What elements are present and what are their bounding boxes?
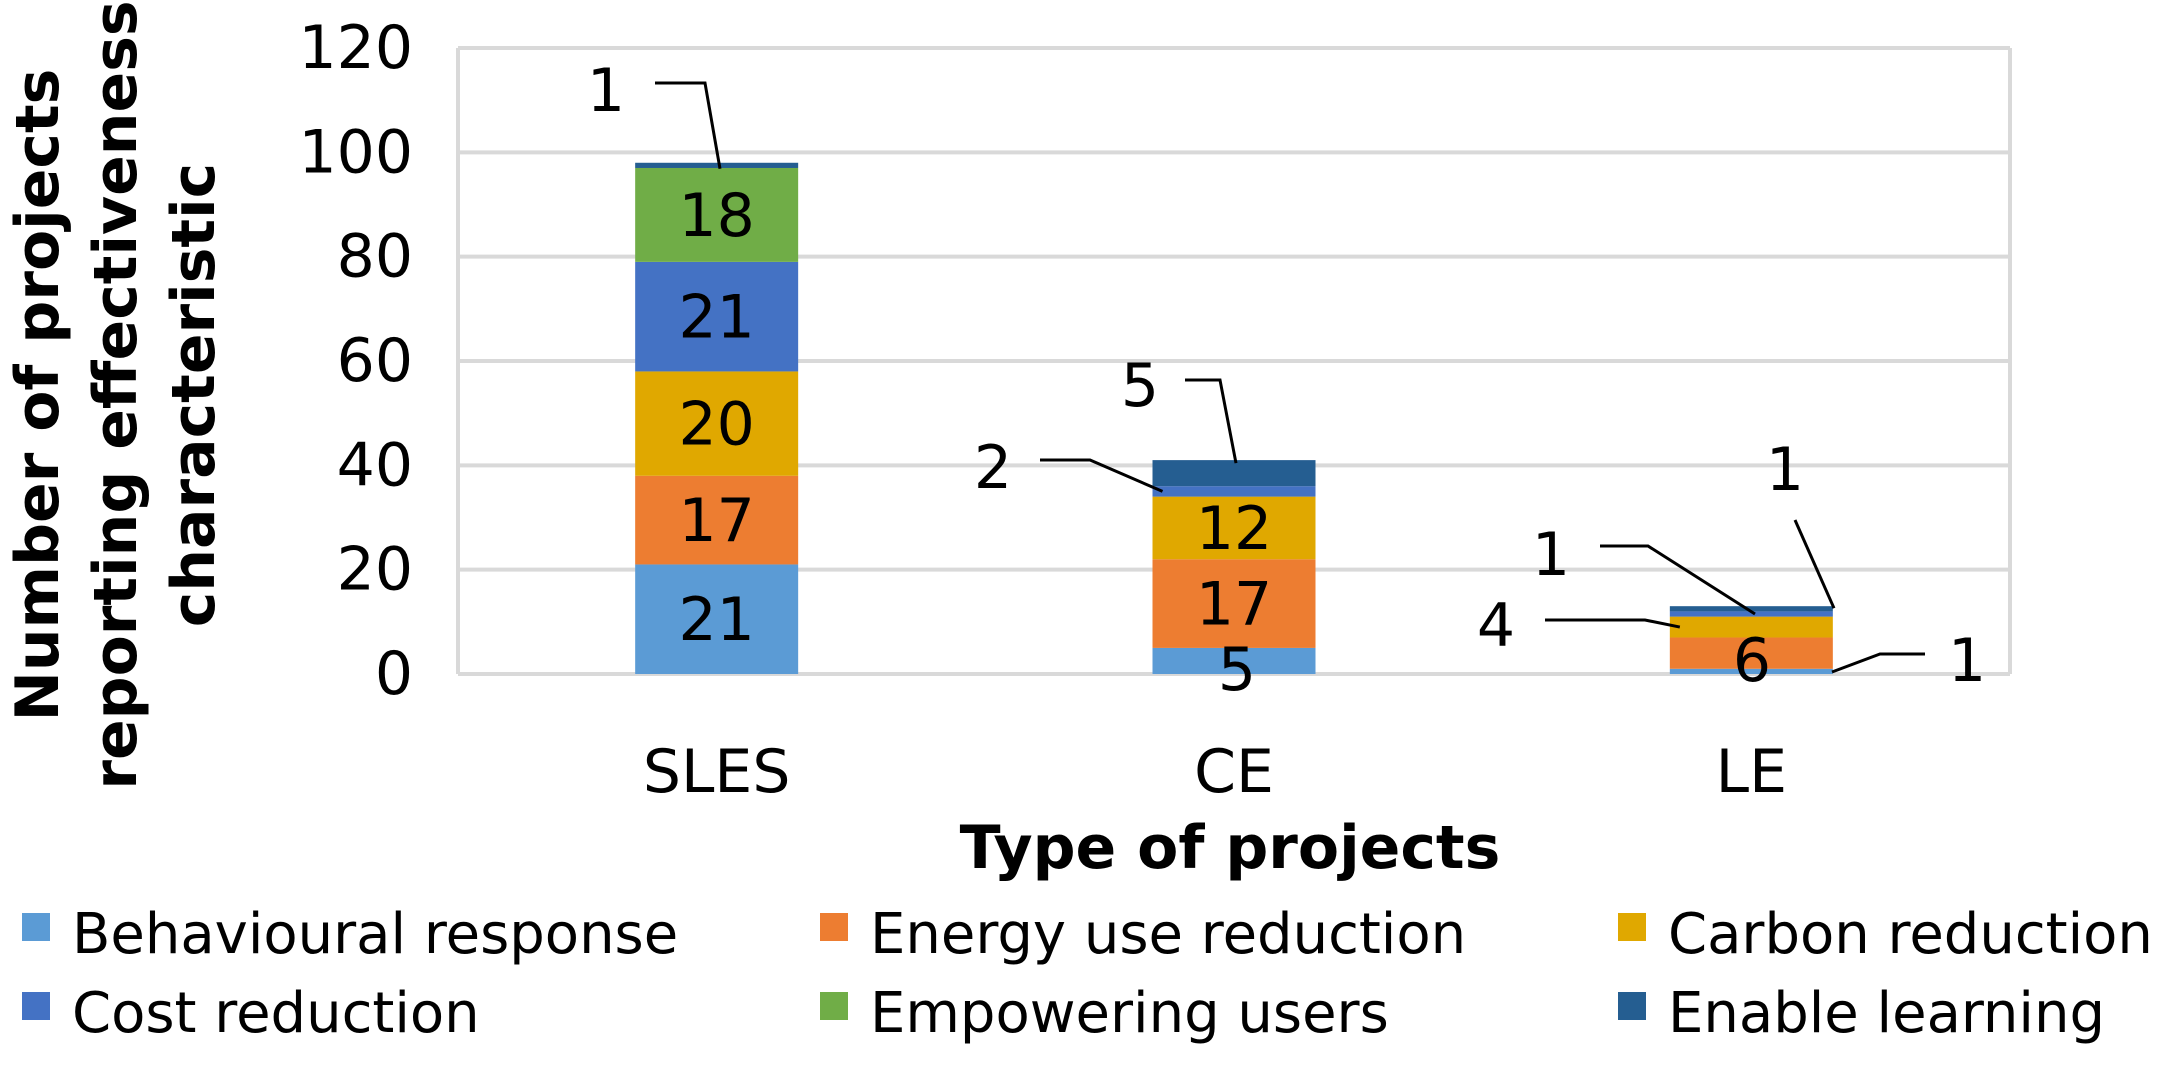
- data-label-sles-enable-learning: 1: [587, 56, 625, 126]
- bar-segments: [635, 162, 1833, 674]
- bar-le-behavioural-response: [1669, 668, 1833, 674]
- data-label-ce-enable-learning: 5: [1121, 351, 1159, 421]
- legend-label-enable-learning: Enable learning: [1668, 981, 2105, 1046]
- data-label-ce-carbon-reduction: 12: [1196, 494, 1272, 564]
- legend-swatch-behavioural-response: [22, 913, 50, 941]
- bar-ce-energy-use-reduction: [1152, 559, 1316, 648]
- leader-line-le-carbon-reduction: [1545, 618, 1681, 629]
- bar-ce-behavioural-response: [1152, 647, 1316, 674]
- legend-swatch-energy-use-reduction: [820, 913, 848, 941]
- data-label-ce-cost-reduction: 2: [974, 433, 1012, 503]
- bar-le-carbon-reduction: [1669, 616, 1833, 638]
- x-category-label-le: LE: [1716, 737, 1787, 807]
- y-tick-label-40: 40: [337, 430, 413, 500]
- leader-line-ce-cost-reduction: [1040, 458, 1164, 493]
- data-label-le-energy-use-reduction: 6: [1733, 626, 1771, 696]
- bar-sles-energy-use-reduction: [635, 475, 799, 565]
- data-label-leader-lines: [655, 81, 1925, 674]
- data-label-le-cost-reduction: 1: [1532, 520, 1570, 590]
- y-axis-title-line-3: characteristic: [159, 163, 229, 627]
- data-label-le-behavioural-response: 1: [1948, 626, 1986, 696]
- y-tick-label-100: 100: [298, 117, 413, 187]
- legend-label-energy-use-reduction: Energy use reduction: [870, 902, 1466, 967]
- y-tick-label-60: 60: [337, 326, 413, 396]
- bar-sles-carbon-reduction: [635, 371, 799, 476]
- x-category-label-sles: SLES: [643, 737, 791, 807]
- y-tick-labels: 0 20 40 60 80 100 120: [298, 13, 413, 709]
- y-tick-label-0: 0: [375, 639, 413, 709]
- bar-sles-enable-learning: [635, 162, 799, 168]
- leader-line-le-behavioural-response: [1831, 652, 1925, 674]
- x-category-labels: SLES CE LE: [643, 737, 1787, 807]
- x-axis-title: Type of projects: [960, 813, 1501, 883]
- legend-label-cost-reduction: Cost reduction: [72, 981, 480, 1046]
- data-label-ce-behavioural-response: 5: [1218, 635, 1256, 705]
- bar-ce-enable-learning: [1152, 460, 1316, 487]
- y-axis-title-line-2: reporting effectiveness: [81, 0, 151, 789]
- bar-le-enable-learning: [1669, 606, 1833, 612]
- legend-label-behavioural-response: Behavioural response: [72, 902, 678, 967]
- data-label-le-carbon-reduction: 4: [1477, 591, 1515, 661]
- y-tick-label-80: 80: [337, 222, 413, 292]
- data-label-le-enable-learning: 1: [1766, 435, 1804, 505]
- legend-swatch-empowering-users: [820, 992, 848, 1020]
- y-tick-label-120: 120: [298, 13, 413, 83]
- legend: Behavioural response Energy use reduction…: [22, 902, 2153, 1046]
- bar-ce-carbon-reduction: [1152, 496, 1316, 560]
- data-label-sles-energy-use-reduction: 17: [678, 486, 754, 556]
- data-label-sles-cost-reduction: 21: [678, 283, 754, 353]
- bar-sles-cost-reduction: [635, 261, 799, 372]
- bar-sles-behavioural-response: [635, 564, 799, 674]
- y-axis-title: Number of projects reporting effectivene…: [3, 0, 229, 789]
- bar-sles-empowering-users: [635, 167, 799, 262]
- legend-swatch-enable-learning: [1618, 992, 1646, 1020]
- bar-le-cost-reduction: [1669, 611, 1833, 617]
- bar-ce-cost-reduction: [1152, 486, 1316, 497]
- data-label-sles-empowering-users: 18: [678, 181, 754, 251]
- leader-line-sles-enable-learning: [655, 81, 722, 170]
- y-tick-label-20: 20: [337, 535, 413, 605]
- leader-line-ce-enable-learning: [1185, 378, 1238, 464]
- legend-swatch-cost-reduction: [22, 992, 50, 1020]
- data-label-sles-carbon-reduction: 20: [678, 390, 754, 460]
- bar-le-energy-use-reduction: [1669, 637, 1833, 669]
- x-category-label-ce: CE: [1194, 737, 1274, 807]
- legend-label-empowering-users: Empowering users: [870, 981, 1389, 1046]
- leader-line-le-enable-learning: [1793, 519, 1836, 609]
- legend-label-carbon-reduction: Carbon reduction: [1668, 902, 2153, 967]
- legend-swatch-carbon-reduction: [1618, 913, 1646, 941]
- data-label-ce-energy-use-reduction: 17: [1196, 570, 1272, 640]
- leader-line-le-cost-reduction: [1600, 544, 1756, 616]
- data-label-sles-behavioural-response: 21: [678, 585, 754, 655]
- y-axis-title-line-1: Number of projects: [3, 69, 73, 722]
